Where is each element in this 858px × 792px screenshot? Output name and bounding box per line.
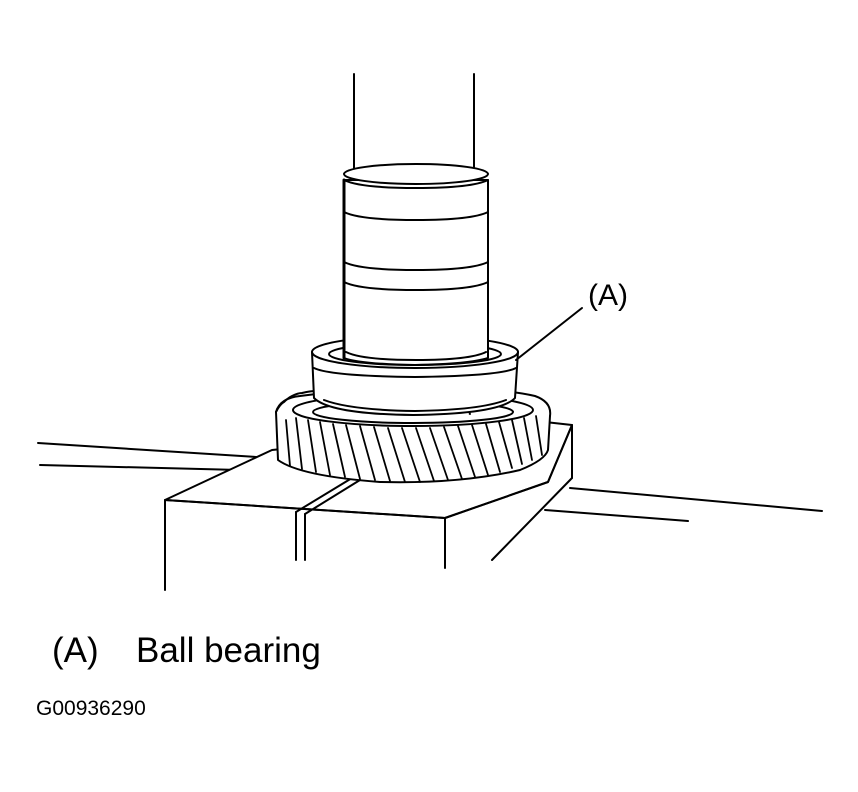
legend: (A) Ball bearing xyxy=(52,630,321,672)
shaft xyxy=(342,73,489,366)
callout-label-a: (A) xyxy=(588,279,628,312)
legend-key: (A) xyxy=(52,631,99,670)
work-surface xyxy=(37,442,823,522)
gear-shaft-bearing-illustration xyxy=(37,73,823,591)
legend-description: Ball bearing xyxy=(136,631,321,670)
figure-id: G00936290 xyxy=(36,697,146,720)
callout-leader xyxy=(515,307,583,361)
